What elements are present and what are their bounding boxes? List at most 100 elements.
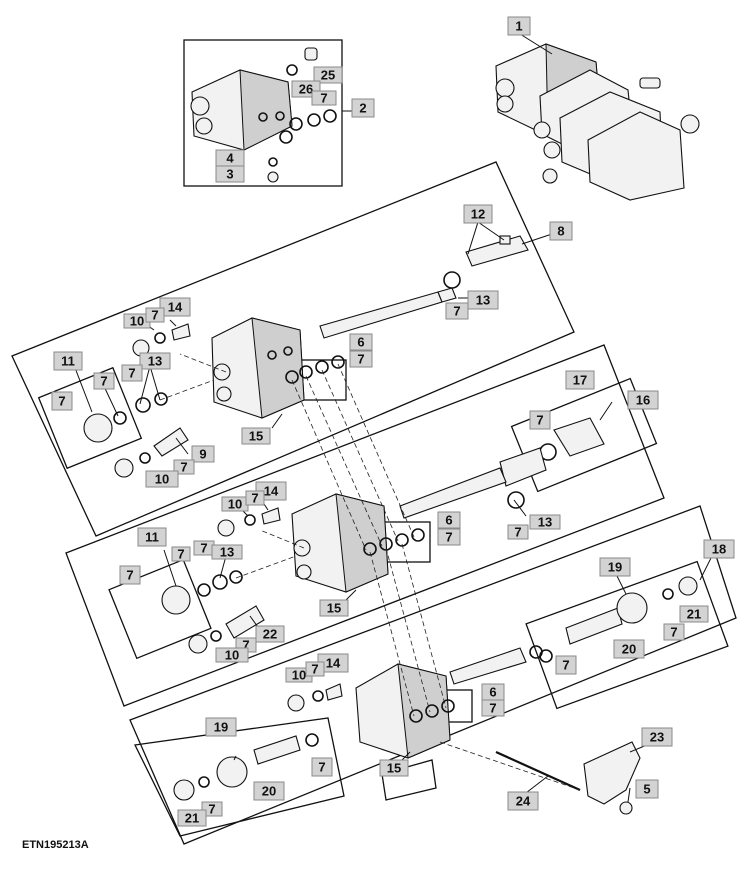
- svg-text:1: 1: [515, 19, 522, 34]
- callout-20: 20: [253, 781, 285, 801]
- callout-15: 15: [241, 427, 271, 445]
- complete-valve-assembly: [495, 33, 700, 201]
- svg-text:21: 21: [687, 607, 701, 622]
- svg-text:13: 13: [476, 293, 490, 308]
- callout-7: 7: [445, 302, 469, 320]
- svg-text:7: 7: [320, 91, 327, 106]
- svg-text:14: 14: [168, 300, 183, 315]
- callout-7: 7: [171, 546, 191, 562]
- svg-text:10: 10: [130, 314, 144, 329]
- svg-text:9: 9: [199, 447, 206, 462]
- svg-text:12: 12: [471, 207, 485, 222]
- callout-13: 13: [211, 544, 243, 560]
- svg-text:8: 8: [557, 224, 564, 239]
- svg-text:14: 14: [264, 484, 279, 499]
- svg-text:13: 13: [148, 354, 162, 369]
- svg-text:7: 7: [445, 530, 452, 545]
- svg-text:18: 18: [712, 542, 726, 557]
- callout-12: 12: [463, 204, 493, 224]
- svg-text:20: 20: [622, 642, 636, 657]
- valve-section-middle: [161, 467, 507, 654]
- callout-15: 15: [379, 759, 409, 777]
- callout-14: 14: [317, 653, 349, 673]
- callout-7: 7: [555, 655, 577, 675]
- callout-7: 7: [173, 459, 195, 475]
- callout-7: 7: [201, 801, 223, 817]
- inset-valve-section: [190, 47, 352, 183]
- svg-text:3: 3: [226, 167, 233, 182]
- callout-2: 2: [351, 98, 375, 118]
- callout-7: 7: [663, 623, 685, 641]
- callout-18: 18: [703, 539, 735, 559]
- callout-10: 10: [285, 667, 313, 683]
- svg-text:7: 7: [58, 394, 65, 409]
- callout-7: 7: [145, 307, 165, 323]
- svg-text:7: 7: [311, 662, 318, 677]
- svg-text:7: 7: [562, 658, 569, 673]
- svg-text:7: 7: [200, 541, 207, 556]
- callout-5: 5: [635, 779, 659, 799]
- svg-text:15: 15: [249, 429, 263, 444]
- svg-text:7: 7: [242, 638, 249, 653]
- callout-16: 16: [627, 390, 659, 410]
- svg-text:7: 7: [357, 352, 364, 367]
- svg-text:13: 13: [220, 545, 234, 560]
- callout-13: 13: [529, 514, 561, 530]
- callout-7: 7: [245, 490, 265, 506]
- callout-1: 1: [507, 16, 531, 36]
- callout-20: 20: [613, 639, 645, 659]
- svg-text:7: 7: [670, 625, 677, 640]
- callout-7: 7: [51, 391, 73, 411]
- callout-7: 7: [311, 757, 333, 777]
- callout-7: 7: [437, 528, 461, 546]
- callout-13: 13: [467, 290, 499, 310]
- svg-text:7: 7: [251, 491, 258, 506]
- svg-text:6: 6: [357, 335, 364, 350]
- svg-text:25: 25: [321, 68, 335, 83]
- svg-text:21: 21: [185, 811, 199, 826]
- callout-7: 7: [529, 410, 551, 430]
- svg-text:7: 7: [126, 568, 133, 583]
- svg-text:7: 7: [100, 374, 107, 389]
- callout-21: 21: [177, 809, 207, 827]
- svg-text:15: 15: [327, 601, 341, 616]
- callout-10: 10: [123, 313, 151, 329]
- svg-text:7: 7: [489, 701, 496, 716]
- diagram-frames: [11, 39, 737, 845]
- callout-7: 7: [119, 565, 141, 585]
- callout-3: 3: [215, 165, 245, 183]
- svg-text:7: 7: [514, 525, 521, 540]
- svg-text:15: 15: [387, 761, 401, 776]
- svg-text:7: 7: [453, 304, 460, 319]
- callout-10: 10: [215, 647, 249, 663]
- callout-24: 24: [507, 791, 539, 811]
- svg-text:5: 5: [643, 782, 650, 797]
- svg-text:4: 4: [226, 151, 234, 166]
- callout-11: 11: [53, 351, 83, 371]
- callout-6: 6: [437, 511, 461, 529]
- callout-7: 7: [349, 350, 373, 368]
- callout-10: 10: [221, 496, 249, 512]
- svg-text:7: 7: [208, 802, 215, 817]
- svg-text:22: 22: [263, 627, 277, 642]
- callout-7: 7: [121, 364, 143, 382]
- svg-text:7: 7: [318, 760, 325, 775]
- callout-19: 19: [599, 557, 631, 577]
- callout-6: 6: [349, 333, 373, 351]
- svg-text:11: 11: [61, 354, 75, 369]
- svg-text:19: 19: [608, 560, 622, 575]
- svg-text:10: 10: [155, 472, 169, 487]
- svg-text:7: 7: [536, 413, 543, 428]
- callout-14: 14: [159, 297, 191, 317]
- svg-text:7: 7: [151, 308, 158, 323]
- svg-text:7: 7: [128, 366, 135, 381]
- svg-text:16: 16: [636, 393, 650, 408]
- callout-25: 25: [313, 66, 343, 84]
- svg-text:6: 6: [445, 513, 452, 528]
- svg-text:2: 2: [359, 101, 366, 116]
- svg-text:26: 26: [299, 82, 313, 97]
- callout-7: 7: [93, 372, 115, 390]
- svg-text:10: 10: [228, 497, 242, 512]
- svg-text:11: 11: [145, 530, 159, 545]
